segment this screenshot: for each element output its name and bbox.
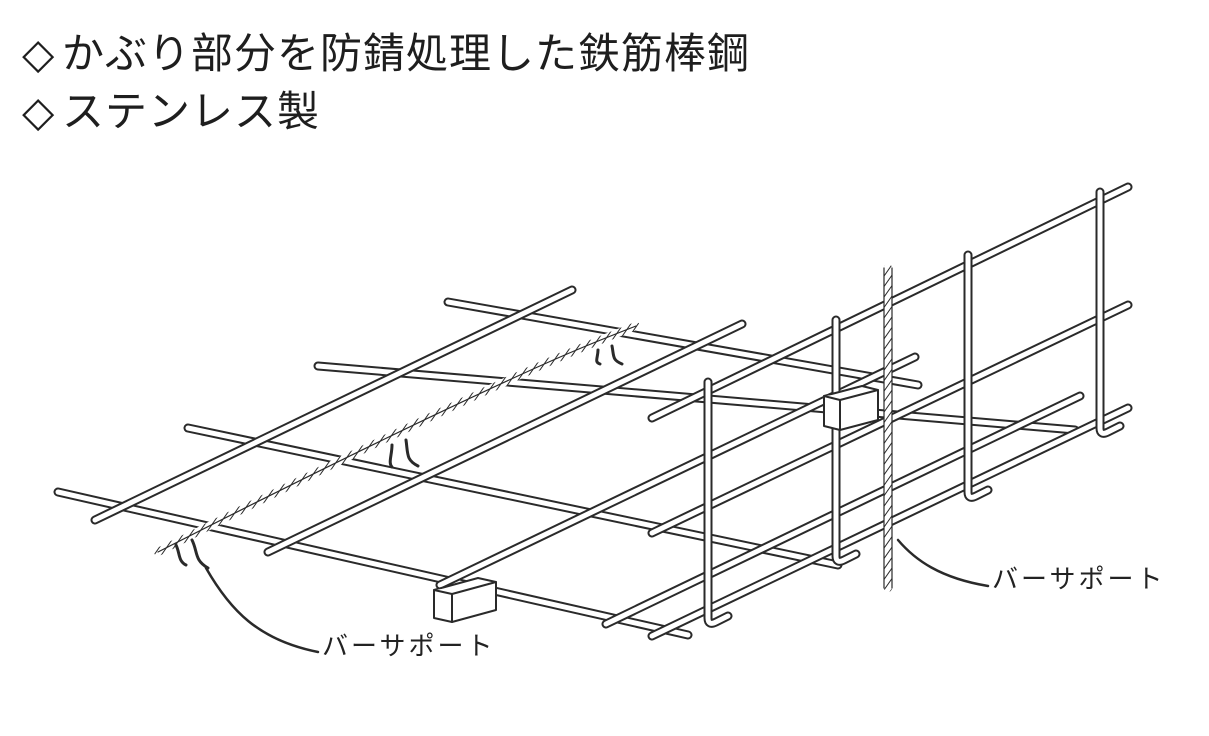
diamond-marker-icon: ◇ (22, 29, 56, 78)
longitudinal-bars (90, 182, 1133, 641)
leader-line-right (896, 538, 990, 588)
leader-line-left (204, 566, 320, 654)
spacer-block-front (433, 577, 497, 623)
diamond-marker-icon: ◇ (22, 87, 56, 136)
bar-support-label-left: バーサポート (322, 632, 496, 662)
stainless-support-bar (883, 264, 893, 592)
heading-text: ステンレス製 (62, 87, 321, 136)
heading-stainless: ◇ステンレス製 (22, 88, 320, 136)
twisted-rebar (154, 322, 640, 570)
heading-text: かぶり部分を防錆処理した鉄筋棒鋼 (62, 29, 751, 78)
stirrups (703, 187, 1125, 628)
bar-support-label-right: バーサポート (992, 565, 1166, 595)
spacer-block-back (823, 385, 879, 431)
heading-rustproof-rebar: ◇かぶり部分を防錆処理した鉄筋棒鋼 (22, 30, 750, 78)
